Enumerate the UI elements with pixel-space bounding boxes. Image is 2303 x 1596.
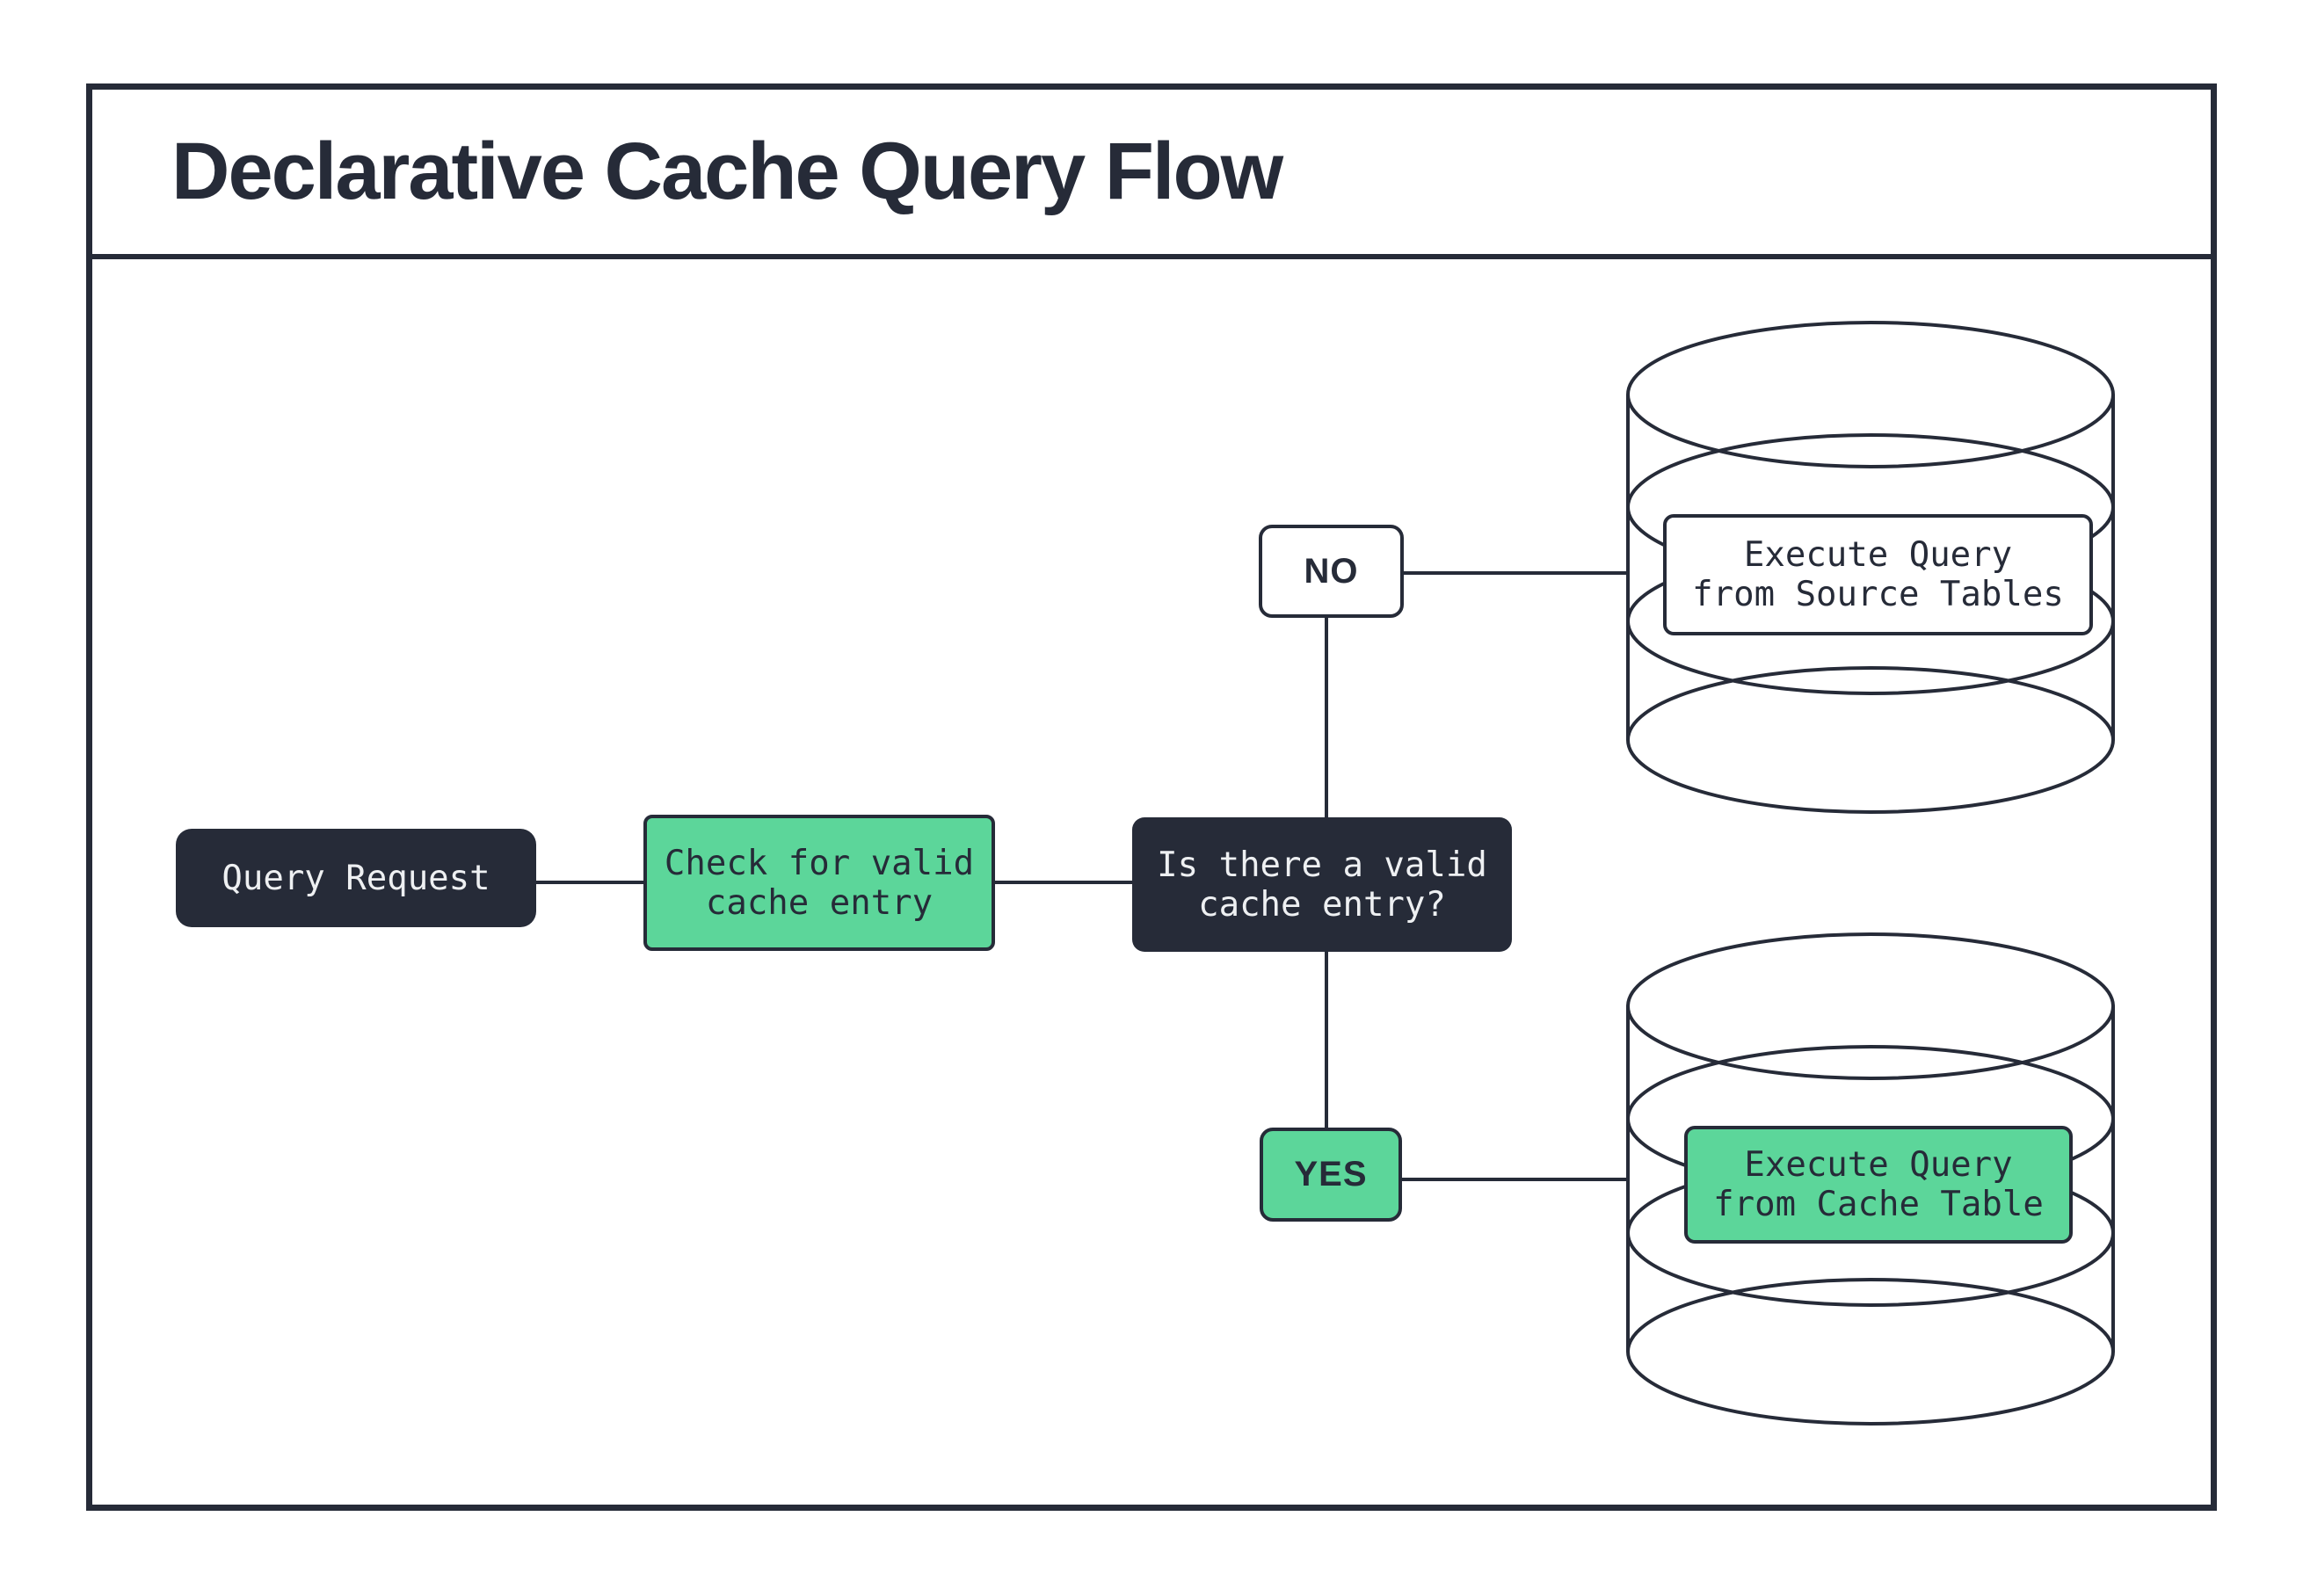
node-branch-no-label: NO <box>1304 551 1359 591</box>
cache-database-cylinder-icon <box>1626 932 2115 1426</box>
connector-decision-to-yes <box>1325 952 1328 1128</box>
node-execute-source-line2: from Source Tables <box>1692 575 2064 614</box>
title-band: Declarative Cache Query Flow <box>92 90 2211 259</box>
node-check-cache: Check for valid cache entry <box>643 815 995 951</box>
node-execute-cache-line1: Execute Query <box>1744 1145 2013 1185</box>
node-branch-yes: YES <box>1260 1128 1402 1222</box>
node-execute-cache: Execute Query from Cache Table <box>1684 1126 2073 1244</box>
node-decision-line2: cache entry? <box>1198 884 1446 925</box>
node-query-request-label: Query Request <box>222 858 490 898</box>
diagram-frame: Declarative Cache Query Flow <box>86 83 2217 1511</box>
node-branch-yes-label: YES <box>1294 1155 1368 1193</box>
node-check-cache-line2: cache entry <box>705 882 934 923</box>
connector-yes-to-cache-db <box>1402 1178 1626 1181</box>
connector-decision-to-no <box>1325 618 1328 817</box>
node-decision-line1: Is there a valid <box>1157 845 1487 885</box>
connector-check-to-decision <box>995 881 1132 884</box>
node-check-cache-line1: Check for valid <box>664 843 975 883</box>
node-execute-source: Execute Query from Source Tables <box>1663 514 2093 635</box>
node-execute-source-line1: Execute Query <box>1743 535 2013 575</box>
connector-no-to-source-db <box>1404 571 1628 575</box>
page-title: Declarative Cache Query Flow <box>171 127 1283 216</box>
connector-query-to-check <box>536 881 643 884</box>
node-execute-cache-line2: from Cache Table <box>1713 1185 2044 1224</box>
node-branch-no: NO <box>1259 525 1404 618</box>
node-query-request: Query Request <box>176 829 536 927</box>
node-decision: Is there a valid cache entry? <box>1132 817 1512 952</box>
